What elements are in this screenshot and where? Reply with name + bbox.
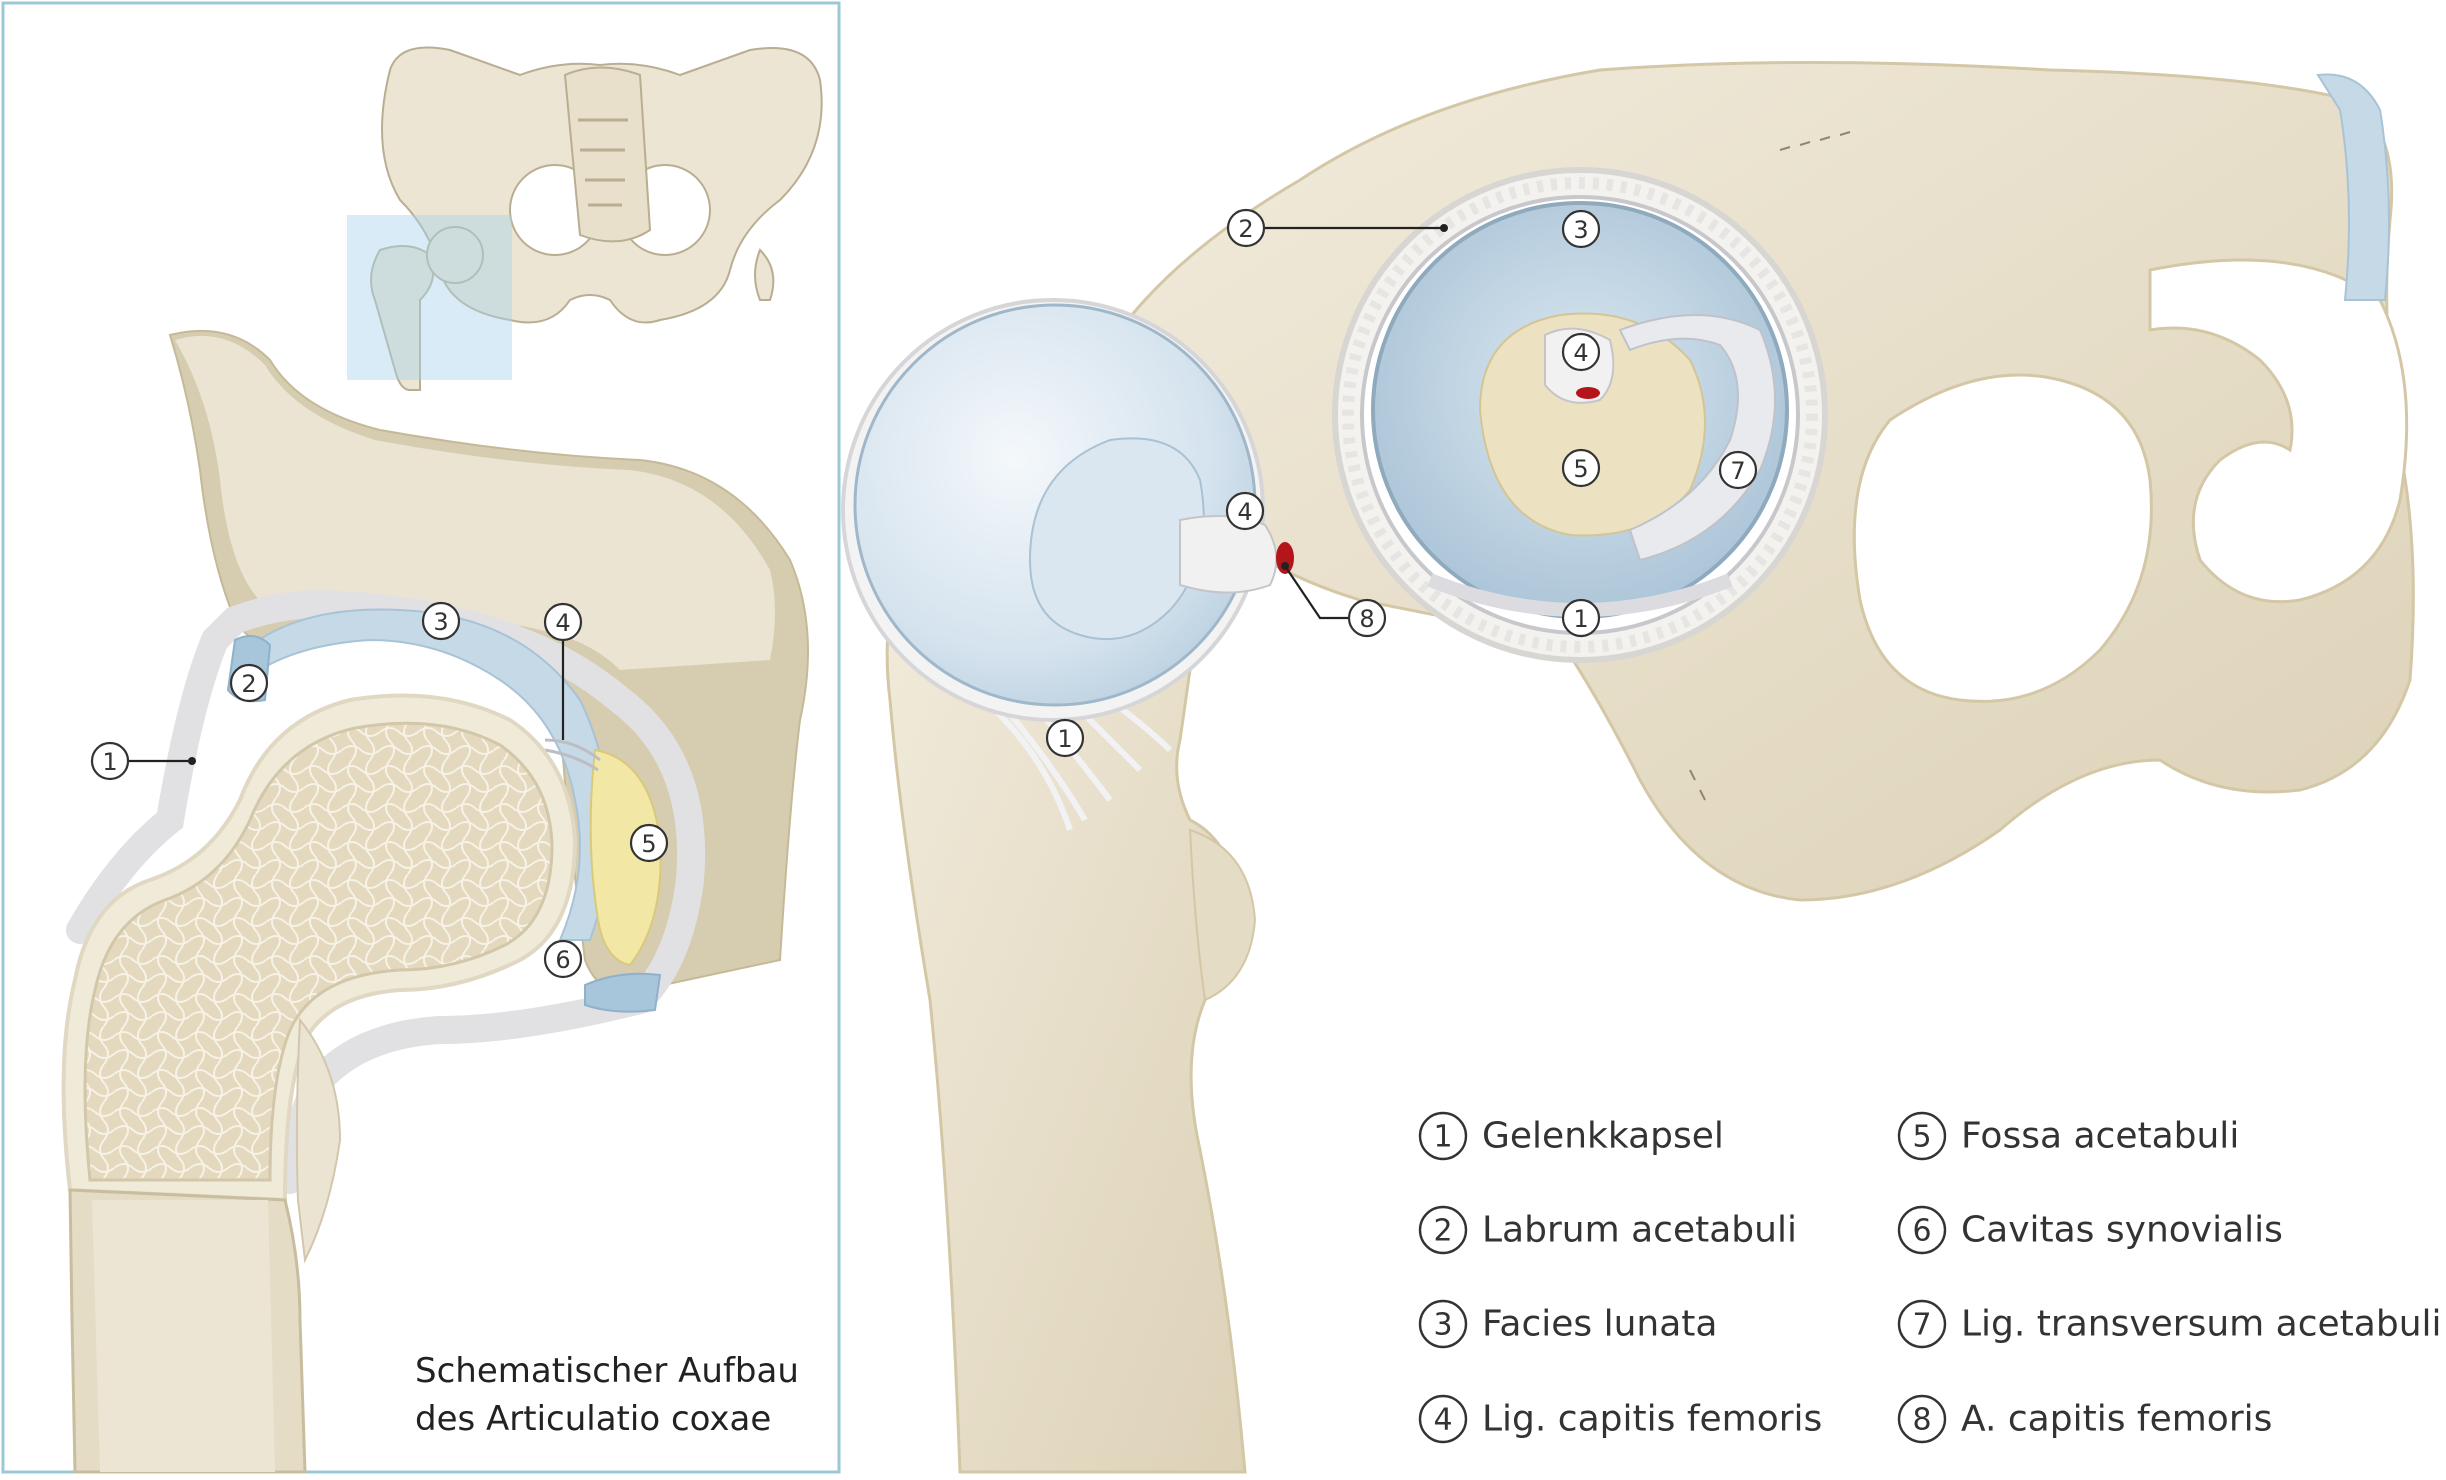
callout-right-1-head: 1 <box>1045 718 1085 758</box>
overview-highlight-box <box>347 215 512 380</box>
svg-text:2: 2 <box>241 670 256 698</box>
callout-left-3: 3 <box>421 601 461 641</box>
svg-text:3: 3 <box>433 608 448 636</box>
callout-right-8: 8 <box>1281 562 1387 638</box>
svg-text:Cavitas synovialis: Cavitas synovialis <box>1961 1210 2283 1251</box>
callout-right-4-socket: 4 <box>1561 332 1601 372</box>
legend-item-4: 4 Lig. capitis femoris <box>1418 1394 1822 1444</box>
legend-item-2: 2 Labrum acetabuli <box>1418 1205 1797 1255</box>
svg-text:4: 4 <box>555 609 570 637</box>
svg-text:7: 7 <box>1730 457 1745 485</box>
legend-item-6: 6 Cavitas synovialis <box>1897 1205 2283 1255</box>
callout-left-4: 4 <box>543 602 583 740</box>
callout-right-2: 2 <box>1226 208 1448 248</box>
svg-text:1: 1 <box>1573 605 1588 633</box>
femur-illustration <box>841 298 1294 1474</box>
callout-right-1-socket: 1 <box>1561 598 1601 638</box>
svg-text:7: 7 <box>1912 1308 1931 1343</box>
svg-text:Labrum acetabuli: Labrum acetabuli <box>1482 1210 1797 1251</box>
svg-text:5: 5 <box>1912 1120 1931 1155</box>
legend-item-7: 7 Lig. transversum acetabuli <box>1897 1299 2442 1349</box>
svg-text:6: 6 <box>555 946 570 974</box>
svg-text:3: 3 <box>1573 216 1588 244</box>
svg-text:8: 8 <box>1912 1403 1931 1438</box>
svg-text:Gelenkkapsel: Gelenkkapsel <box>1482 1116 1724 1157</box>
caption-line-2: des Articulatio coxae <box>415 1399 771 1439</box>
svg-text:5: 5 <box>1573 455 1588 483</box>
svg-text:1: 1 <box>1433 1120 1452 1155</box>
legend-item-1: 1 Gelenkkapsel <box>1418 1111 1724 1161</box>
svg-text:1: 1 <box>1057 725 1072 753</box>
pelvis-overview <box>347 46 823 391</box>
svg-text:8: 8 <box>1359 605 1374 633</box>
callout-right-7: 7 <box>1718 450 1758 490</box>
svg-text:4: 4 <box>1433 1403 1452 1438</box>
acetabulum <box>1332 167 1828 663</box>
legend-item-8: 8 A. capitis femoris <box>1897 1394 2272 1444</box>
callout-left-6: 6 <box>543 939 583 979</box>
svg-text:1: 1 <box>102 748 117 776</box>
svg-text:Fossa acetabuli: Fossa acetabuli <box>1961 1116 2239 1157</box>
svg-text:5: 5 <box>641 830 656 858</box>
svg-text:A. capitis femoris: A. capitis femoris <box>1961 1399 2272 1440</box>
callout-right-3: 3 <box>1561 209 1601 249</box>
callout-left-2: 2 <box>229 663 269 703</box>
callout-left-5: 5 <box>629 823 669 863</box>
svg-text:2: 2 <box>1238 215 1253 243</box>
svg-text:4: 4 <box>1573 339 1588 367</box>
svg-text:2: 2 <box>1433 1214 1452 1249</box>
svg-text:Lig. transversum acetabuli: Lig. transversum acetabuli <box>1961 1304 2442 1345</box>
callout-left-1: 1 <box>90 741 196 781</box>
svg-text:Lig. capitis femoris: Lig. capitis femoris <box>1482 1399 1822 1440</box>
callout-right-4-head: 4 <box>1225 491 1265 531</box>
svg-text:6: 6 <box>1912 1214 1931 1249</box>
svg-text:4: 4 <box>1237 498 1252 526</box>
svg-text:3: 3 <box>1433 1308 1452 1343</box>
legend-item-5: 5 Fossa acetabuli <box>1897 1111 2239 1161</box>
legend-item-3: 3 Facies lunata <box>1418 1299 1717 1349</box>
legend: 1 Gelenkkapsel 2 Labrum acetabuli 3 Faci… <box>1418 1111 2442 1444</box>
caption-line-1: Schematischer Aufbau <box>415 1351 799 1391</box>
svg-text:Facies lunata: Facies lunata <box>1482 1304 1717 1345</box>
callout-right-5: 5 <box>1561 448 1601 488</box>
